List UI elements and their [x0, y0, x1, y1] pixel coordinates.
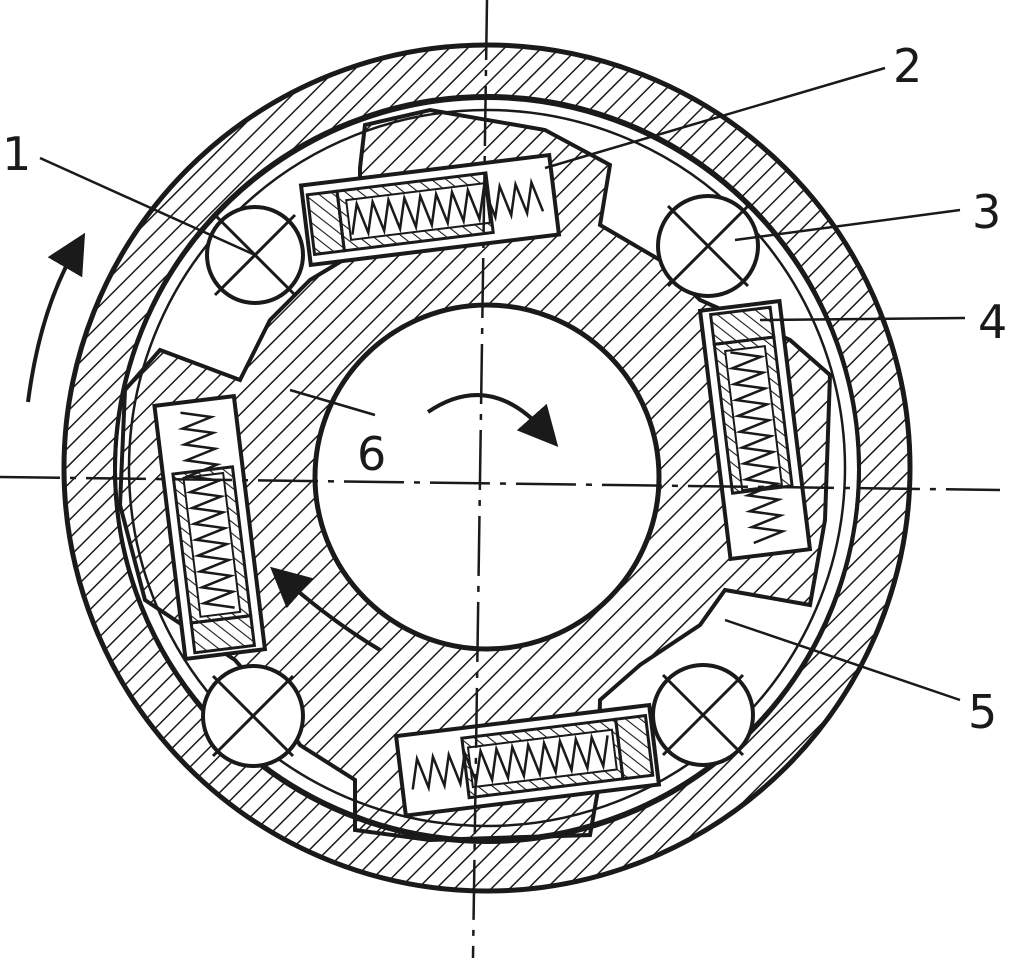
springs: [152, 152, 813, 818]
spring-left: [152, 393, 268, 662]
label-6: 6: [357, 427, 386, 481]
roller-bottom-right: [651, 663, 755, 767]
inner-hub: [117, 107, 833, 843]
leader-5: [724, 618, 961, 702]
leader-2: [544, 66, 886, 170]
leader-lines: [39, 66, 966, 702]
spring-top: [298, 152, 562, 268]
roller-top-right: [656, 194, 760, 298]
label-2: 2: [893, 39, 922, 93]
leader-4: [759, 316, 966, 322]
spring-bottom: [393, 702, 662, 818]
roller-load-arrow: [270, 566, 382, 652]
label-1: 1: [2, 127, 31, 181]
centre-lines: [0, 0, 1001, 958]
outer-rotation-arrow: [26, 232, 86, 403]
label-3: 3: [972, 185, 1001, 239]
spring-right: [697, 298, 813, 562]
reference-numerals: 1 2 3 4 5 6: [2, 39, 1007, 739]
leader-3: [734, 208, 961, 242]
roller-bottom-left: [201, 664, 305, 768]
rotation-arrows: [26, 232, 559, 652]
leader-6: [289, 388, 376, 417]
label-4: 4: [978, 295, 1007, 349]
hub-rotation-arrow: [426, 393, 559, 447]
label-5: 5: [968, 685, 997, 739]
leader-1: [39, 156, 256, 257]
